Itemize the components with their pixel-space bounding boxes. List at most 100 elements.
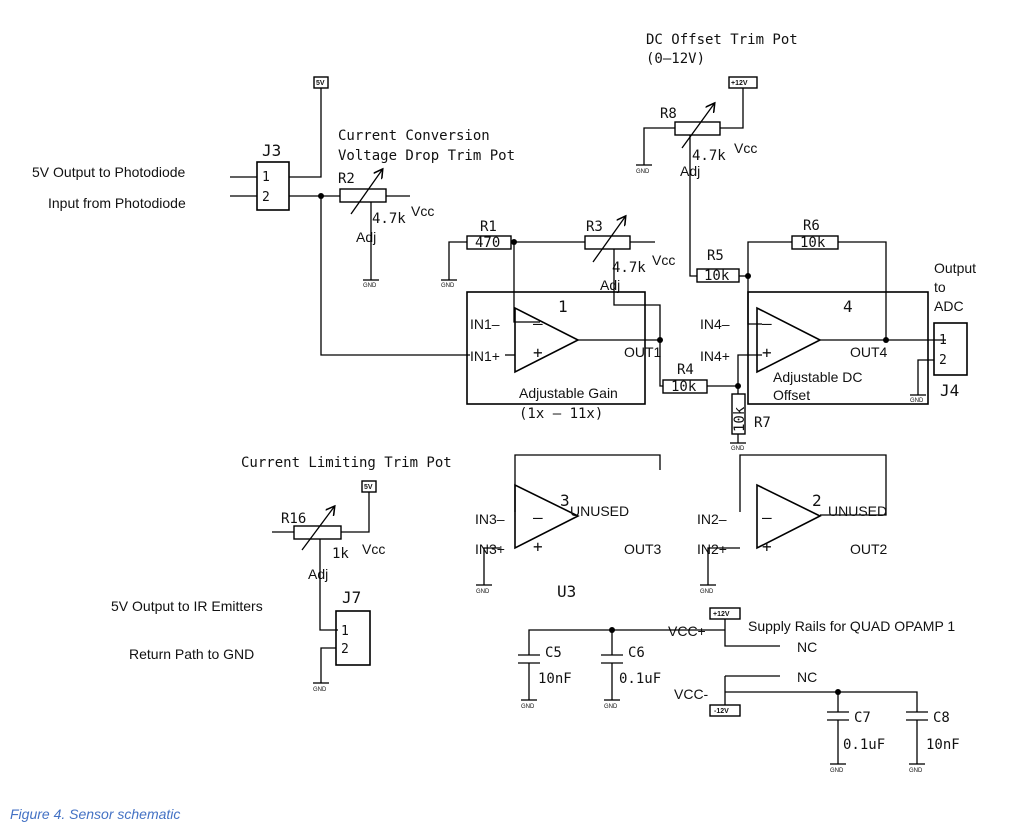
r3-adj: Adj xyxy=(600,277,620,293)
opamp1-block xyxy=(466,291,646,405)
r3-value: 4.7k xyxy=(612,260,646,276)
wire xyxy=(320,196,470,356)
nc-label-1: NC xyxy=(797,639,817,655)
opamp1-symbol xyxy=(514,306,580,374)
r16-trim-arrow xyxy=(301,507,334,551)
wire xyxy=(643,127,675,165)
c5-label: C5 xyxy=(545,645,562,661)
r8-value: 4.7k xyxy=(692,148,726,164)
in4-plus-pin: IN4+ xyxy=(700,348,730,364)
adjustable-gain-label: Adjustable Gain xyxy=(519,385,618,401)
j3-label: J3 xyxy=(262,141,281,160)
wire xyxy=(747,241,792,276)
r5-label: R5 xyxy=(707,248,724,264)
r4-value: 10k xyxy=(671,379,697,395)
power-n12v-rail xyxy=(709,704,741,717)
gnd-label: GND xyxy=(363,283,377,289)
j4-connector xyxy=(933,322,968,376)
c8-value: 10nF xyxy=(926,737,960,753)
r2-resistor xyxy=(339,188,387,203)
j3-pin1: 1 xyxy=(262,170,270,185)
r2-label: R2 xyxy=(338,171,355,187)
j7-pin2: 2 xyxy=(341,642,349,657)
wire xyxy=(725,691,918,712)
wire xyxy=(341,492,370,533)
wire xyxy=(514,454,661,512)
c8-label: C8 xyxy=(933,710,950,726)
in2-plus-pin: IN2+ xyxy=(697,541,727,557)
r16-vcc: Vcc xyxy=(362,541,385,557)
adjustable-dc-label: Adjustable DC xyxy=(773,369,863,385)
gnd-label: GND xyxy=(313,687,327,693)
gnd-label: GND xyxy=(636,169,650,175)
wire xyxy=(720,88,744,129)
r1-value: 470 xyxy=(475,235,500,251)
r7-label: R7 xyxy=(754,415,771,431)
r5-value: 10k xyxy=(704,268,730,284)
dc-offset-range: (0–12V) xyxy=(646,51,705,67)
opamp2-symbol xyxy=(756,483,822,550)
figure-caption: Figure 4. Sensor schematic xyxy=(10,806,181,822)
vcc-plus-label: VCC+ xyxy=(668,623,706,639)
r3-label: R3 xyxy=(586,219,603,235)
wire xyxy=(320,647,336,683)
in1-plus-pin: IN1+ xyxy=(470,348,500,364)
signal-5v-ir: 5V Output to IR Emitters xyxy=(111,598,263,614)
wire xyxy=(917,359,934,395)
gnd-label: GND xyxy=(700,589,714,595)
power-12v-label: +12V xyxy=(713,611,730,618)
opamp2-unused: UNUSED xyxy=(828,503,887,519)
wire xyxy=(483,547,500,585)
in3-minus-pin: IN3– xyxy=(475,511,505,527)
out2-pin: OUT2 xyxy=(850,541,888,557)
gnd-label: GND xyxy=(731,446,745,452)
r8-label: R8 xyxy=(660,106,677,122)
opamp4-plus: + xyxy=(762,343,772,362)
dc-offset-title: DC Offset Trim Pot xyxy=(646,32,798,48)
signal-5v-photodiode: 5V Output to Photodiode xyxy=(32,164,186,180)
power-5v-label: 5V xyxy=(316,80,325,87)
r4-label: R4 xyxy=(677,362,694,378)
j7-pin1: 1 xyxy=(341,624,349,639)
r1-label: R1 xyxy=(480,219,497,235)
opamp3-number: 3 xyxy=(560,491,570,510)
out3-pin: OUT3 xyxy=(624,541,662,557)
j4-label: J4 xyxy=(940,381,959,400)
opamp4-symbol xyxy=(756,306,822,374)
c6-label: C6 xyxy=(628,645,645,661)
opamp3-minus: – xyxy=(533,508,543,527)
opamp1-plus: + xyxy=(533,343,543,362)
opamp1-number: 1 xyxy=(558,297,568,316)
r3-vcc: Vcc xyxy=(652,252,675,268)
wire xyxy=(289,88,322,178)
opamp4-minus: – xyxy=(762,314,772,333)
u3-label: U3 xyxy=(557,582,576,601)
r2-adj: Adj xyxy=(356,229,376,245)
output-to-label: to xyxy=(934,279,946,295)
gnd-label: GND xyxy=(521,704,535,710)
opamp2-minus: – xyxy=(762,508,772,527)
r16-value: 1k xyxy=(332,546,349,562)
opamp3-symbol xyxy=(514,483,580,550)
current-conversion-title: Current Conversion xyxy=(338,128,490,144)
r3-trim-arrow xyxy=(592,217,625,263)
wire xyxy=(689,135,697,277)
gnd-label: GND xyxy=(910,398,924,404)
j3-pin2: 2 xyxy=(262,190,270,205)
in4-minus-pin: IN4– xyxy=(700,316,730,332)
gnd-label: GND xyxy=(441,283,455,289)
voltage-drop-title: Voltage Drop Trim Pot xyxy=(338,148,515,164)
r6-value: 10k xyxy=(800,235,826,251)
opamp2-number: 2 xyxy=(812,491,822,510)
signal-return-gnd: Return Path to GND xyxy=(129,646,254,662)
c7-value: 0.1uF xyxy=(843,737,885,753)
power-5v-label: 5V xyxy=(364,484,373,491)
j4-pin2: 2 xyxy=(939,353,947,368)
gnd-label: GND xyxy=(909,768,923,774)
output-adc-label: ADC xyxy=(934,298,964,314)
opamp2-plus: + xyxy=(762,537,772,556)
c6-value: 0.1uF xyxy=(619,671,661,687)
gnd-label: GND xyxy=(830,768,844,774)
